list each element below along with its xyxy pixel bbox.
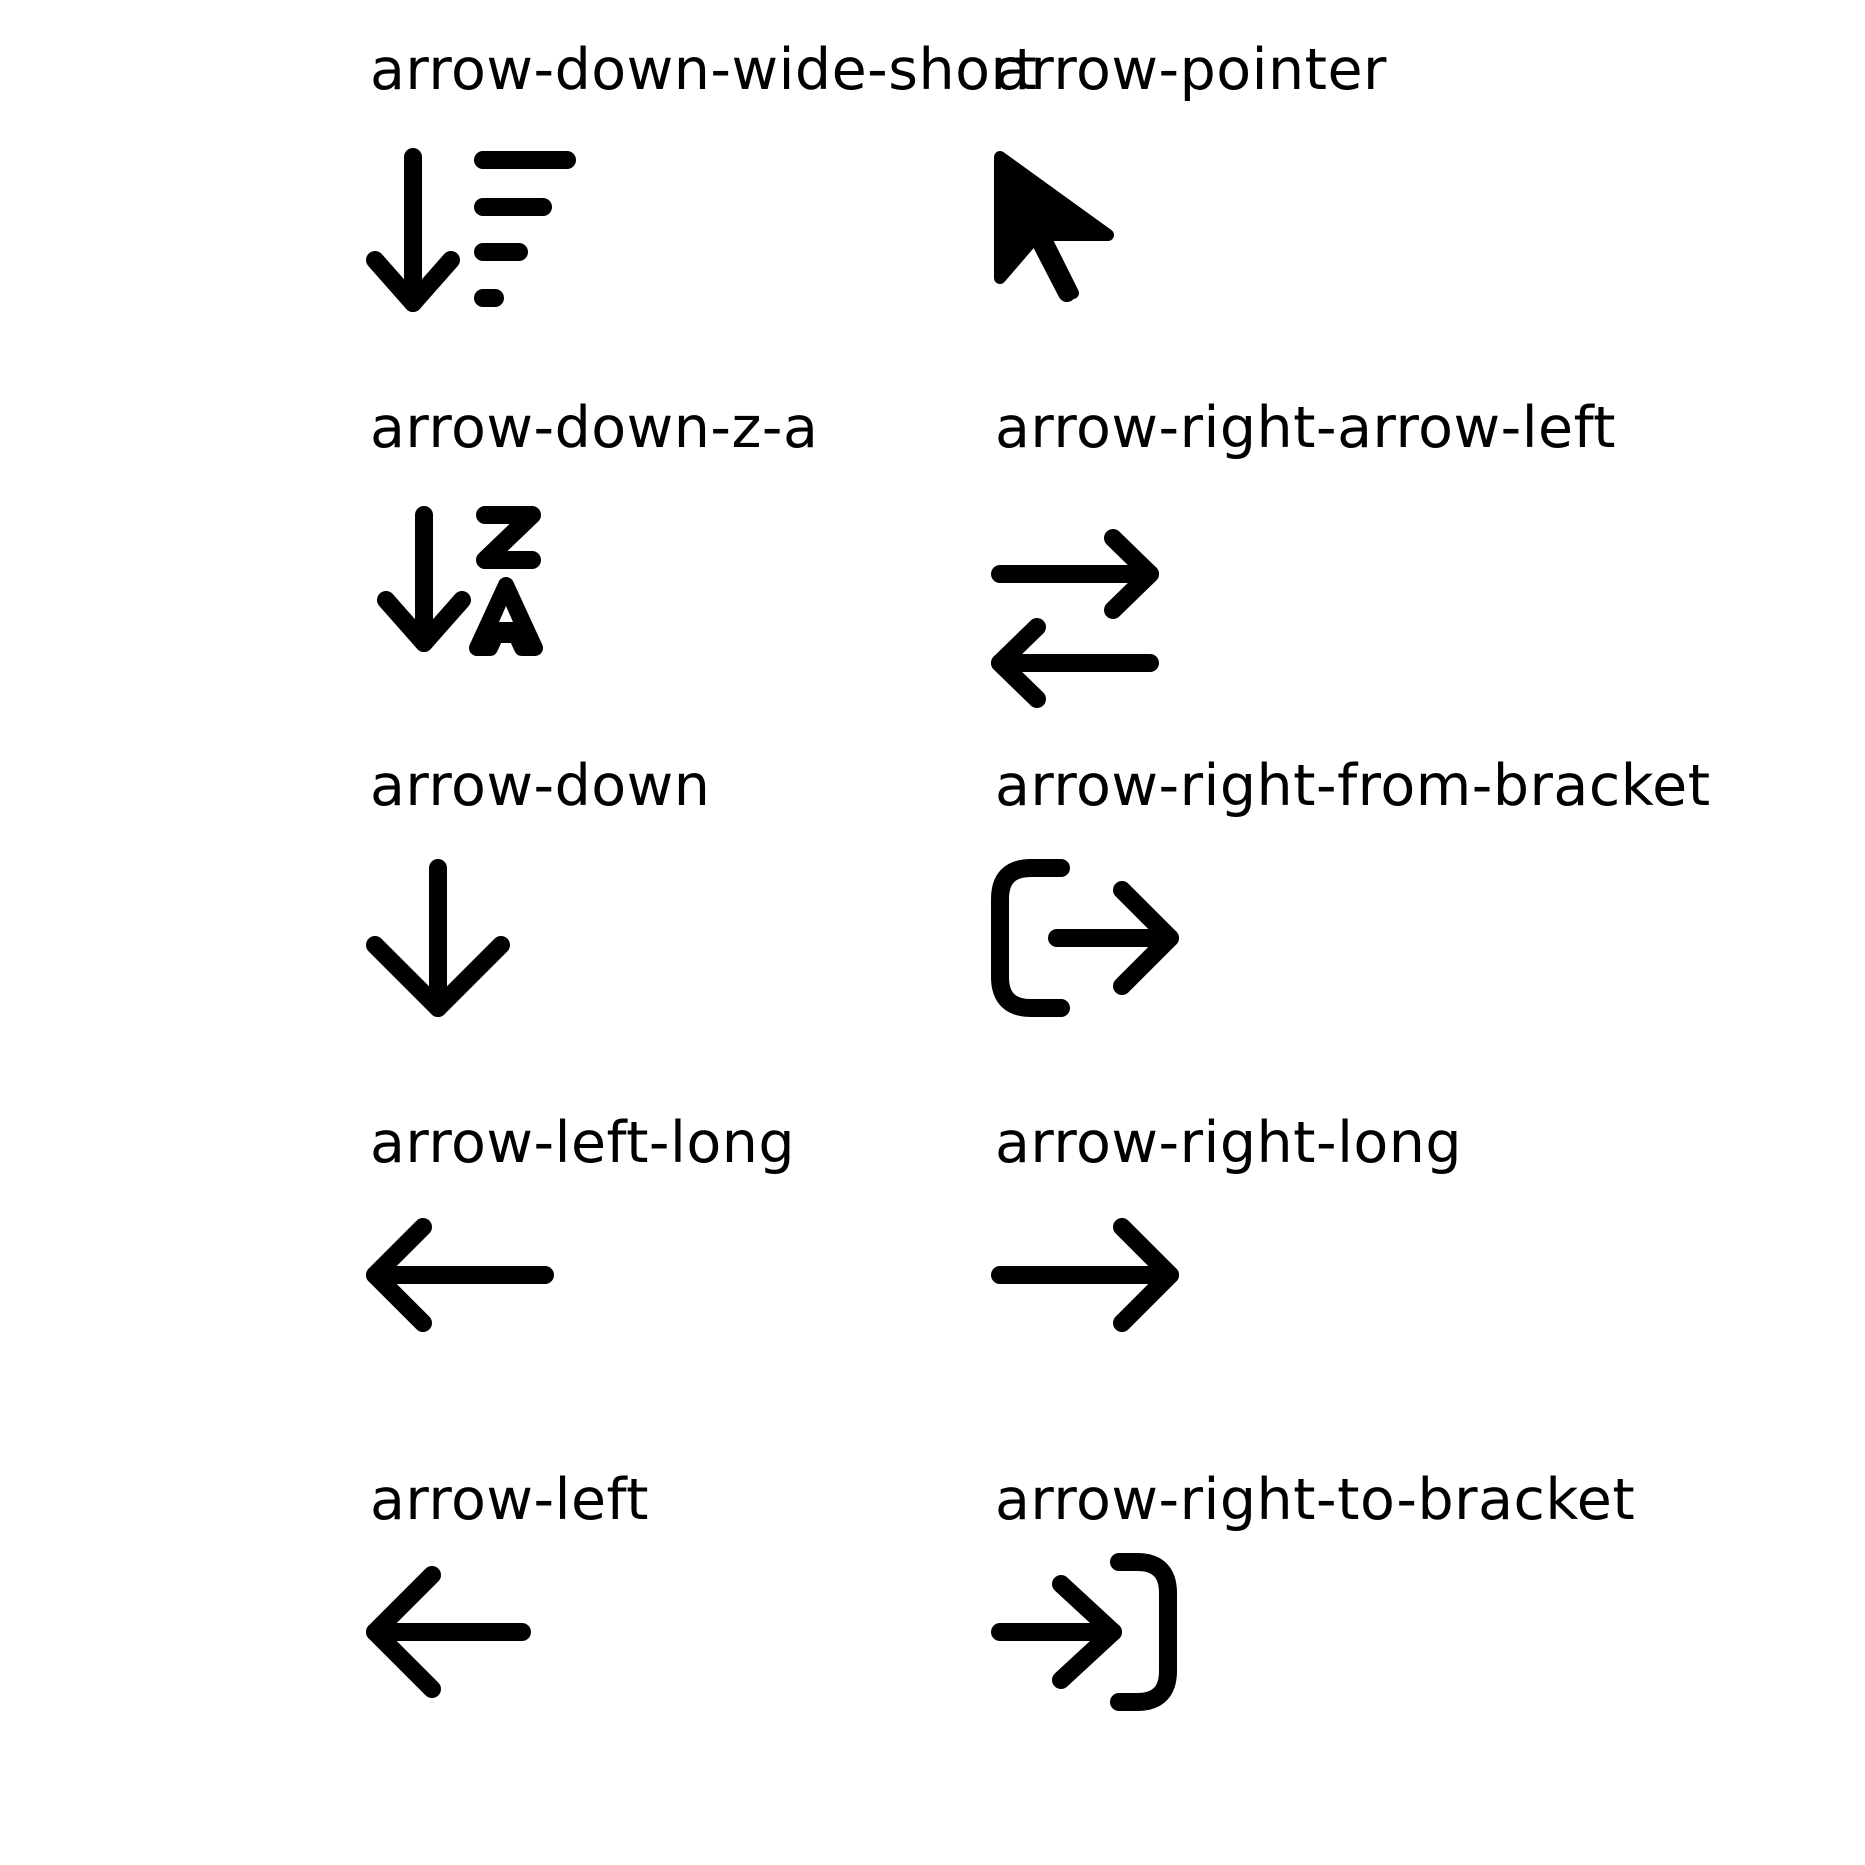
icon-cell-arrow-left: arrow-left (366, 1467, 1090, 1830)
arrow-down-wide-short-icon (366, 140, 600, 370)
icon-label: arrow-down-z-a (370, 395, 819, 461)
icon-label: arrow-right-to-bracket (995, 1467, 1636, 1533)
icon-cell-arrow-right-from-bracket: arrow-right-from-bracket (991, 753, 1715, 1116)
arrow-right-from-bracket-icon (991, 856, 1225, 1086)
icon-label: arrow-down-wide-short (370, 37, 1038, 103)
icon-cell-arrow-down-z-a: arrow-down-z-a (370, 398, 1090, 758)
icon-label: arrow-left-long (370, 1110, 796, 1176)
arrow-down-icon (366, 856, 600, 1086)
arrow-left-long-icon (366, 1213, 600, 1443)
arrow-pointer-icon (994, 140, 1225, 370)
arrow-down-z-a-icon (370, 498, 600, 728)
icon-label: arrow-down (370, 753, 711, 819)
arrow-right-to-bracket-icon (991, 1553, 1225, 1800)
icon-label: arrow-right-arrow-left (995, 395, 1617, 461)
icon-label: arrow-right-long (995, 1110, 1463, 1176)
icon-cell-arrow-right-arrow-left: arrow-right-arrow-left (991, 395, 1715, 758)
icon-label: arrow-left (370, 1467, 649, 1533)
icon-cell-arrow-pointer: arrow-pointer (994, 37, 1715, 400)
icon-label: arrow-pointer (995, 37, 1387, 103)
icon-cell-arrow-right-long: arrow-right-long (991, 1110, 1715, 1473)
arrow-right-arrow-left-icon (991, 498, 1225, 728)
arrow-left-icon (366, 1566, 600, 1800)
icon-cell-arrow-right-to-bracket: arrow-right-to-bracket (991, 1467, 1715, 1830)
arrow-right-long-icon (991, 1213, 1225, 1443)
icon-cell-arrow-down-wide-short: arrow-down-wide-short (366, 37, 1090, 400)
icon-cell-arrow-left-long: arrow-left-long (366, 1110, 1090, 1473)
icon-cell-arrow-down: arrow-down (366, 753, 1090, 1116)
icon-label: arrow-right-from-bracket (995, 753, 1711, 819)
